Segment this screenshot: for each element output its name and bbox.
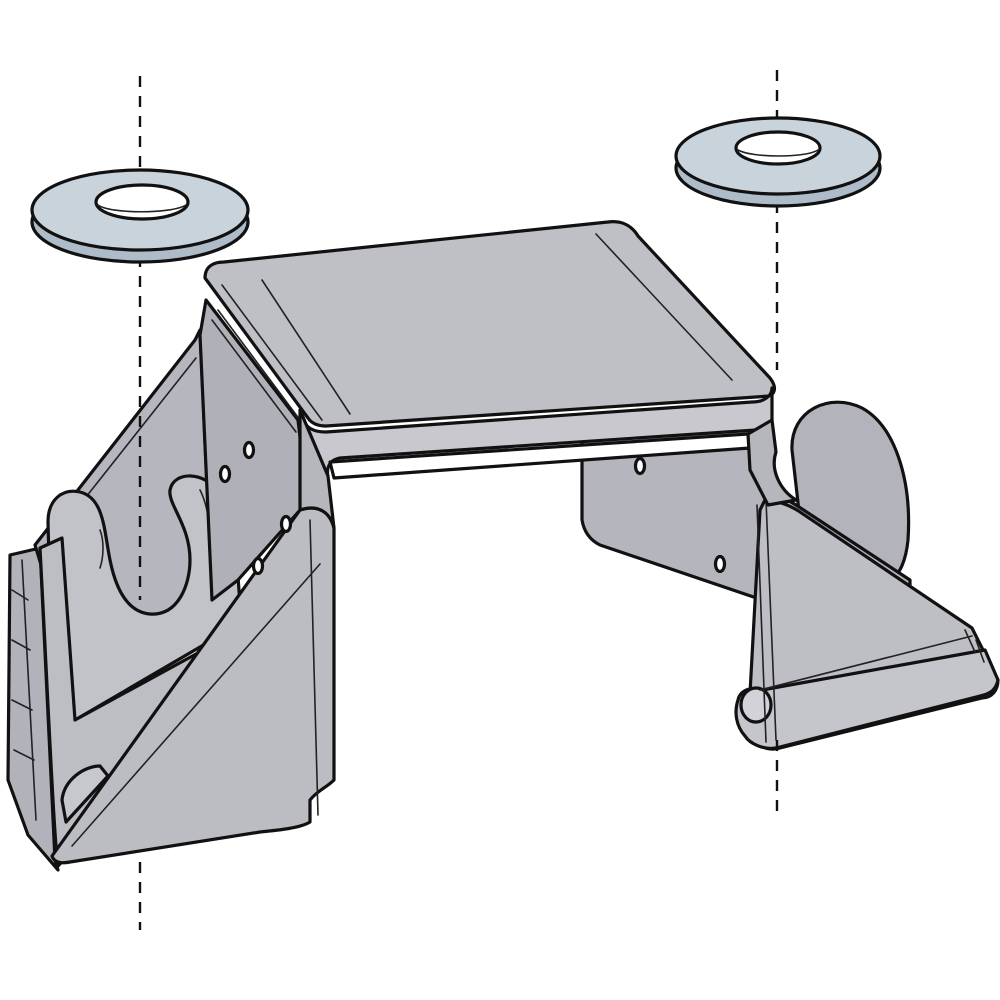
left-nail-hole <box>279 514 293 534</box>
right-seat-fold-line <box>756 504 767 743</box>
left-seat-wall-detail <box>21 559 37 821</box>
left-washer-hole <box>94 183 190 221</box>
left-nail-hole <box>218 464 232 484</box>
left-leg-bend <box>309 519 319 816</box>
left-nail-hole <box>251 556 265 576</box>
right-washer <box>674 116 882 208</box>
left-leg-side-line <box>211 319 297 433</box>
top-strap-crease <box>261 279 351 415</box>
right-seat <box>580 400 1000 751</box>
left-seat-wall-detail <box>11 589 35 761</box>
top-strap-inner-wall <box>746 418 798 507</box>
right-rear-lug <box>790 400 911 582</box>
left-washer <box>30 168 250 264</box>
right-seat-lip-roll-end <box>739 686 773 724</box>
left-leg-side-line <box>217 309 301 421</box>
right-nail-hole <box>633 456 647 476</box>
left-seat-bump <box>60 764 110 824</box>
right-seat-edge-detail <box>759 635 973 691</box>
right-seat-fold-line <box>765 499 777 741</box>
right-washer-hole <box>734 130 822 166</box>
right-nail-hole <box>713 554 727 574</box>
right-seat-edge-detail <box>964 629 985 663</box>
top-strap-crease <box>595 233 733 381</box>
top-strap-crease <box>221 284 323 421</box>
left-nail-hole <box>242 440 256 460</box>
top-strap <box>203 220 798 530</box>
left-leg-gusset-edge <box>71 563 321 847</box>
top-strap-inner-wall <box>298 408 336 530</box>
